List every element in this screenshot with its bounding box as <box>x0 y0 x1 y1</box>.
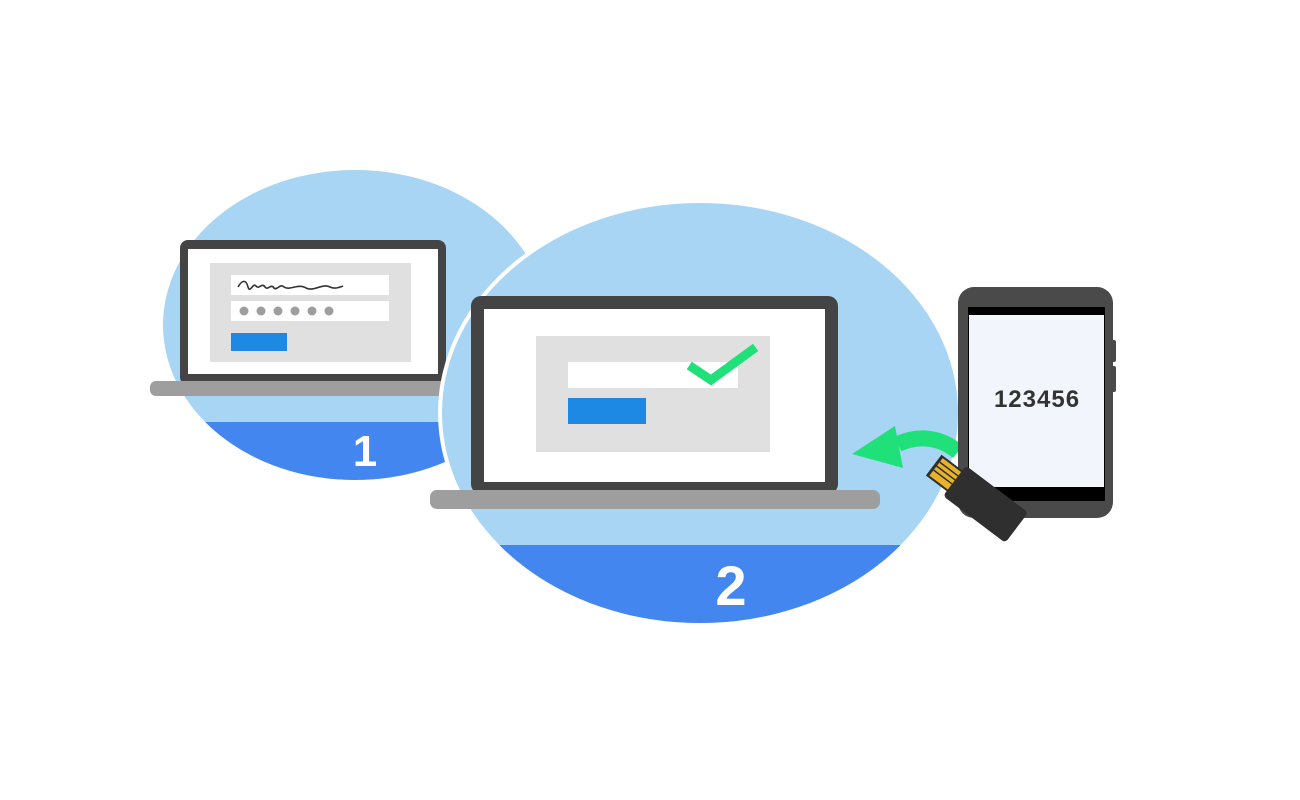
laptop-verified-icon <box>430 296 880 509</box>
phone-screen <box>969 315 1104 487</box>
smartphone-icon: 123456 <box>958 287 1116 518</box>
curved-arrow-icon <box>852 426 964 468</box>
arrow-head <box>852 426 903 468</box>
username-field <box>231 275 389 295</box>
step-2-number: 2 <box>715 554 746 617</box>
step-1-number: 1 <box>353 427 377 476</box>
usb-key-contact-lines <box>933 461 959 485</box>
password-dots <box>239 306 334 316</box>
verification-code: 123456 <box>994 386 1080 413</box>
arrow-shaft <box>894 430 964 459</box>
checkmark-icon <box>686 343 759 386</box>
laptop-login-icon <box>150 240 450 396</box>
verify-form-panel <box>536 336 770 452</box>
usb-key-body <box>944 467 1027 542</box>
laptop-1-base <box>150 381 450 396</box>
signature-scribble <box>237 280 344 291</box>
verify-button <box>568 398 646 424</box>
laptop-2-base <box>430 490 880 509</box>
login-button <box>231 333 287 351</box>
usb-security-key-icon <box>925 454 1027 542</box>
